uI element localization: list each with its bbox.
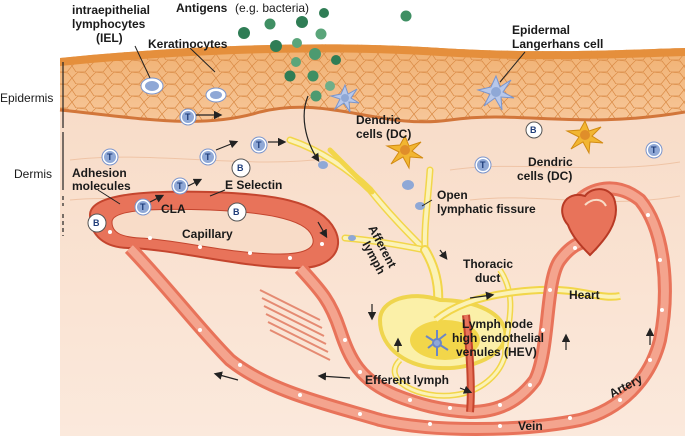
svg-text:B: B <box>233 207 240 217</box>
antigen <box>291 57 301 67</box>
langerhans-cell-icon <box>329 83 360 113</box>
systemic-vessels <box>124 181 672 436</box>
dendritic-cell-icon <box>385 134 424 170</box>
t-cell: T <box>474 156 492 174</box>
svg-text:T: T <box>256 140 262 150</box>
t-cell: T <box>250 136 268 154</box>
epidermis-side-label: Epidermis <box>0 91 53 105</box>
antigen <box>319 8 329 18</box>
keratinocytes-label: Keratinocytes <box>148 37 228 51</box>
open-lymph-label: lymphatic fissure <box>437 202 536 216</box>
svg-text:T: T <box>140 202 146 212</box>
dendritic-cell-icon <box>565 119 604 155</box>
migrating-cells <box>318 161 425 241</box>
iel-cell <box>140 77 164 95</box>
dc-label: Dendric <box>356 113 401 127</box>
capillary-vessel <box>88 190 340 270</box>
langerhans-label: Langerhans cell <box>512 37 603 51</box>
migration-arrows <box>149 95 655 394</box>
dc-label: cells (DC) <box>356 127 411 141</box>
dermis-side-label: Dermis <box>14 167 52 181</box>
antigen <box>307 70 319 82</box>
antigen <box>264 18 276 30</box>
capillary-label: Capillary <box>182 227 233 241</box>
antigen <box>238 27 250 39</box>
svg-text:T: T <box>205 152 211 162</box>
antigens-note: (e.g. bacteria) <box>235 1 309 15</box>
hev-star-icon <box>425 330 449 356</box>
antigen <box>310 90 322 102</box>
svg-text:B: B <box>237 163 244 173</box>
lymph-node-label: high endothelial <box>452 331 544 345</box>
antigen <box>296 16 308 28</box>
antigens-title: Antigens <box>176 1 228 15</box>
iel-label: intraepithelial <box>72 3 150 17</box>
t-cell: T <box>171 177 189 195</box>
lymph-node <box>377 268 621 399</box>
antigen <box>400 10 412 22</box>
b-cell: B <box>525 121 543 139</box>
antigen <box>270 40 282 52</box>
lymph-node-label: venules (HEV) <box>456 345 537 359</box>
iel-label: lymphocytes <box>72 17 146 31</box>
t-cell: T <box>134 198 152 216</box>
cla-label: CLA <box>161 202 186 216</box>
adhesion-label: molecules <box>72 179 131 193</box>
langerhans-label: Epidermal <box>512 23 570 37</box>
antigen <box>292 38 302 48</box>
thoracic-label: Thoracic <box>463 257 513 271</box>
heart-label: Heart <box>569 288 600 302</box>
b-cell: B <box>231 158 251 178</box>
blood-dots <box>108 213 664 428</box>
svg-text:T: T <box>480 160 486 170</box>
antigen <box>331 55 341 65</box>
open-lymph-label: Open <box>437 188 468 202</box>
basal-layer <box>59 105 685 124</box>
lymph-node-label: Lymph node <box>462 317 533 331</box>
t-cell: T <box>179 108 197 126</box>
thoracic-label: duct <box>475 271 500 285</box>
b-cell: B <box>87 213 107 233</box>
heart-icon <box>561 188 617 257</box>
dc-label-2: Dendric <box>528 155 573 169</box>
svg-text:T: T <box>185 112 191 122</box>
svg-text:T: T <box>107 152 113 162</box>
vein-label: Vein <box>518 419 543 433</box>
antigen <box>315 28 327 40</box>
dc-label-2: cells (DC) <box>517 169 572 183</box>
antigen <box>309 48 321 60</box>
svg-text:T: T <box>651 145 657 155</box>
efferent-label: Efferent lymph <box>365 373 449 387</box>
t-cell: T <box>101 148 119 166</box>
t-cell: T <box>199 148 217 166</box>
svg-text:B: B <box>93 218 100 228</box>
adhesion-label: Adhesion <box>72 166 127 180</box>
antigen <box>325 81 335 91</box>
t-cell: T <box>645 141 663 159</box>
e-selectin-label: E Selectin <box>225 178 282 192</box>
langerhans-cell-icon <box>476 74 515 111</box>
antigen <box>284 70 296 82</box>
svg-text:B: B <box>530 125 537 135</box>
iel-cell <box>205 87 227 103</box>
b-cell: B <box>227 202 247 222</box>
iel-label: (IEL) <box>96 31 123 45</box>
stratum-corneum <box>60 44 685 66</box>
svg-text:T: T <box>177 181 183 191</box>
